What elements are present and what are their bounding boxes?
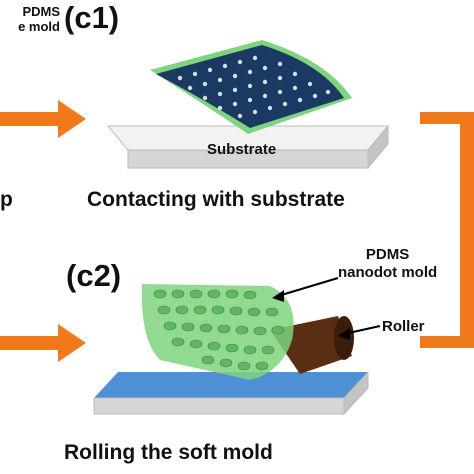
roller-label: Roller bbox=[382, 318, 425, 335]
substrate-label: Substrate bbox=[207, 141, 277, 158]
substrate-block-c2 bbox=[93, 370, 369, 416]
pdms-nanodot-mold-label: PDMS nanodot mold bbox=[338, 246, 437, 282]
top-left-label: PDMS e mold bbox=[0, 4, 60, 34]
pointer-arrow-icon bbox=[272, 277, 339, 302]
left-fragment-text: p bbox=[0, 188, 13, 211]
arrow-right-icon bbox=[0, 100, 86, 138]
pdms-label-line2: nanodot mold bbox=[338, 264, 438, 281]
pointer-arrow-icon bbox=[338, 325, 381, 340]
arrow-right-icon bbox=[0, 324, 86, 362]
panel-c1-label: (c1) bbox=[64, 0, 120, 35]
panel-c2-caption: Rolling the soft mold bbox=[64, 441, 273, 464]
pdms-label-line1: PDMS bbox=[365, 246, 410, 263]
pdms-mold-c1 bbox=[150, 40, 352, 134]
connector-bracket bbox=[420, 112, 474, 348]
top-left-label-line1: PDMS bbox=[22, 4, 60, 19]
substrate-block-c1 bbox=[106, 124, 390, 170]
top-left-label-line2: e mold bbox=[18, 19, 60, 34]
pdms-mold-c2 bbox=[141, 284, 294, 380]
panel-c2-label: (c2) bbox=[66, 258, 122, 293]
panel-c1-caption: Contacting with substrate bbox=[87, 188, 345, 211]
